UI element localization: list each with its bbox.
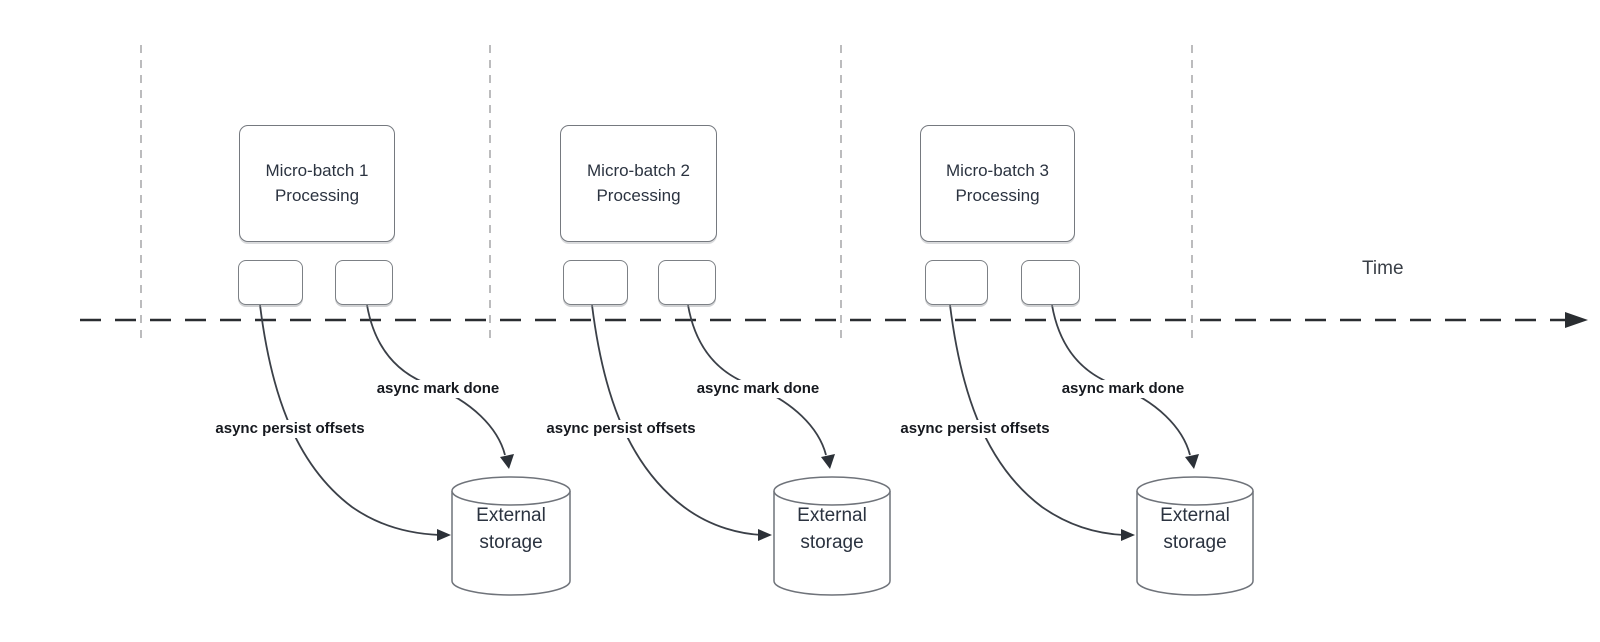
persist-offsets-label: async persist offsets bbox=[211, 420, 369, 438]
persist-offsets-arrow bbox=[949, 304, 1125, 536]
mark-done-arrowhead-icon bbox=[1185, 454, 1199, 469]
external-storage-label: External storage bbox=[1160, 505, 1230, 553]
mark-done-arrowhead-icon bbox=[821, 454, 835, 469]
mark-done-task-box bbox=[1021, 260, 1080, 305]
persist-offsets-arrow bbox=[259, 304, 441, 536]
mark-done-task-box bbox=[335, 260, 393, 305]
storage-cylinder bbox=[451, 491, 571, 596]
microbatch-processing-box: Micro-batch 3 Processing bbox=[920, 125, 1075, 242]
storage-cylinder-top bbox=[773, 476, 891, 506]
storage-cylinder-top bbox=[1136, 476, 1254, 506]
mark-done-label: async mark done bbox=[1057, 380, 1189, 398]
persist-arrowhead-icon bbox=[437, 529, 451, 541]
persist-offsets-label: async persist offsets bbox=[542, 420, 700, 438]
storage-cylinder bbox=[773, 491, 891, 596]
time-axis-label: Time bbox=[1362, 258, 1404, 279]
mark-done-task-box bbox=[658, 260, 716, 305]
microbatch-processing-box: Micro-batch 1 Processing bbox=[239, 125, 395, 242]
offset-task-box bbox=[563, 260, 628, 305]
mark-done-label: async mark done bbox=[372, 380, 504, 398]
microbatch-title: Micro-batch 3 Processing bbox=[946, 160, 1049, 205]
timeline-arrowhead-icon bbox=[1565, 312, 1588, 328]
persist-arrowhead-icon bbox=[1121, 529, 1135, 541]
persist-offsets-label: async persist offsets bbox=[896, 420, 1054, 438]
external-storage-label: External storage bbox=[797, 505, 867, 553]
mark-done-label: async mark done bbox=[692, 380, 824, 398]
external-storage-label: External storage bbox=[476, 505, 546, 553]
mark-done-arrowhead-icon bbox=[500, 454, 514, 469]
persist-arrowhead-icon bbox=[758, 529, 772, 541]
microbatch-title: Micro-batch 2 Processing bbox=[587, 160, 690, 205]
offset-task-box bbox=[238, 260, 303, 305]
storage-cylinder-top bbox=[451, 476, 571, 506]
persist-offsets-arrow bbox=[591, 304, 763, 536]
microbatch-processing-box: Micro-batch 2 Processing bbox=[560, 125, 717, 242]
microbatch-title: Micro-batch 1 Processing bbox=[265, 160, 369, 205]
storage-cylinder bbox=[1136, 491, 1254, 596]
offset-task-box bbox=[925, 260, 988, 305]
